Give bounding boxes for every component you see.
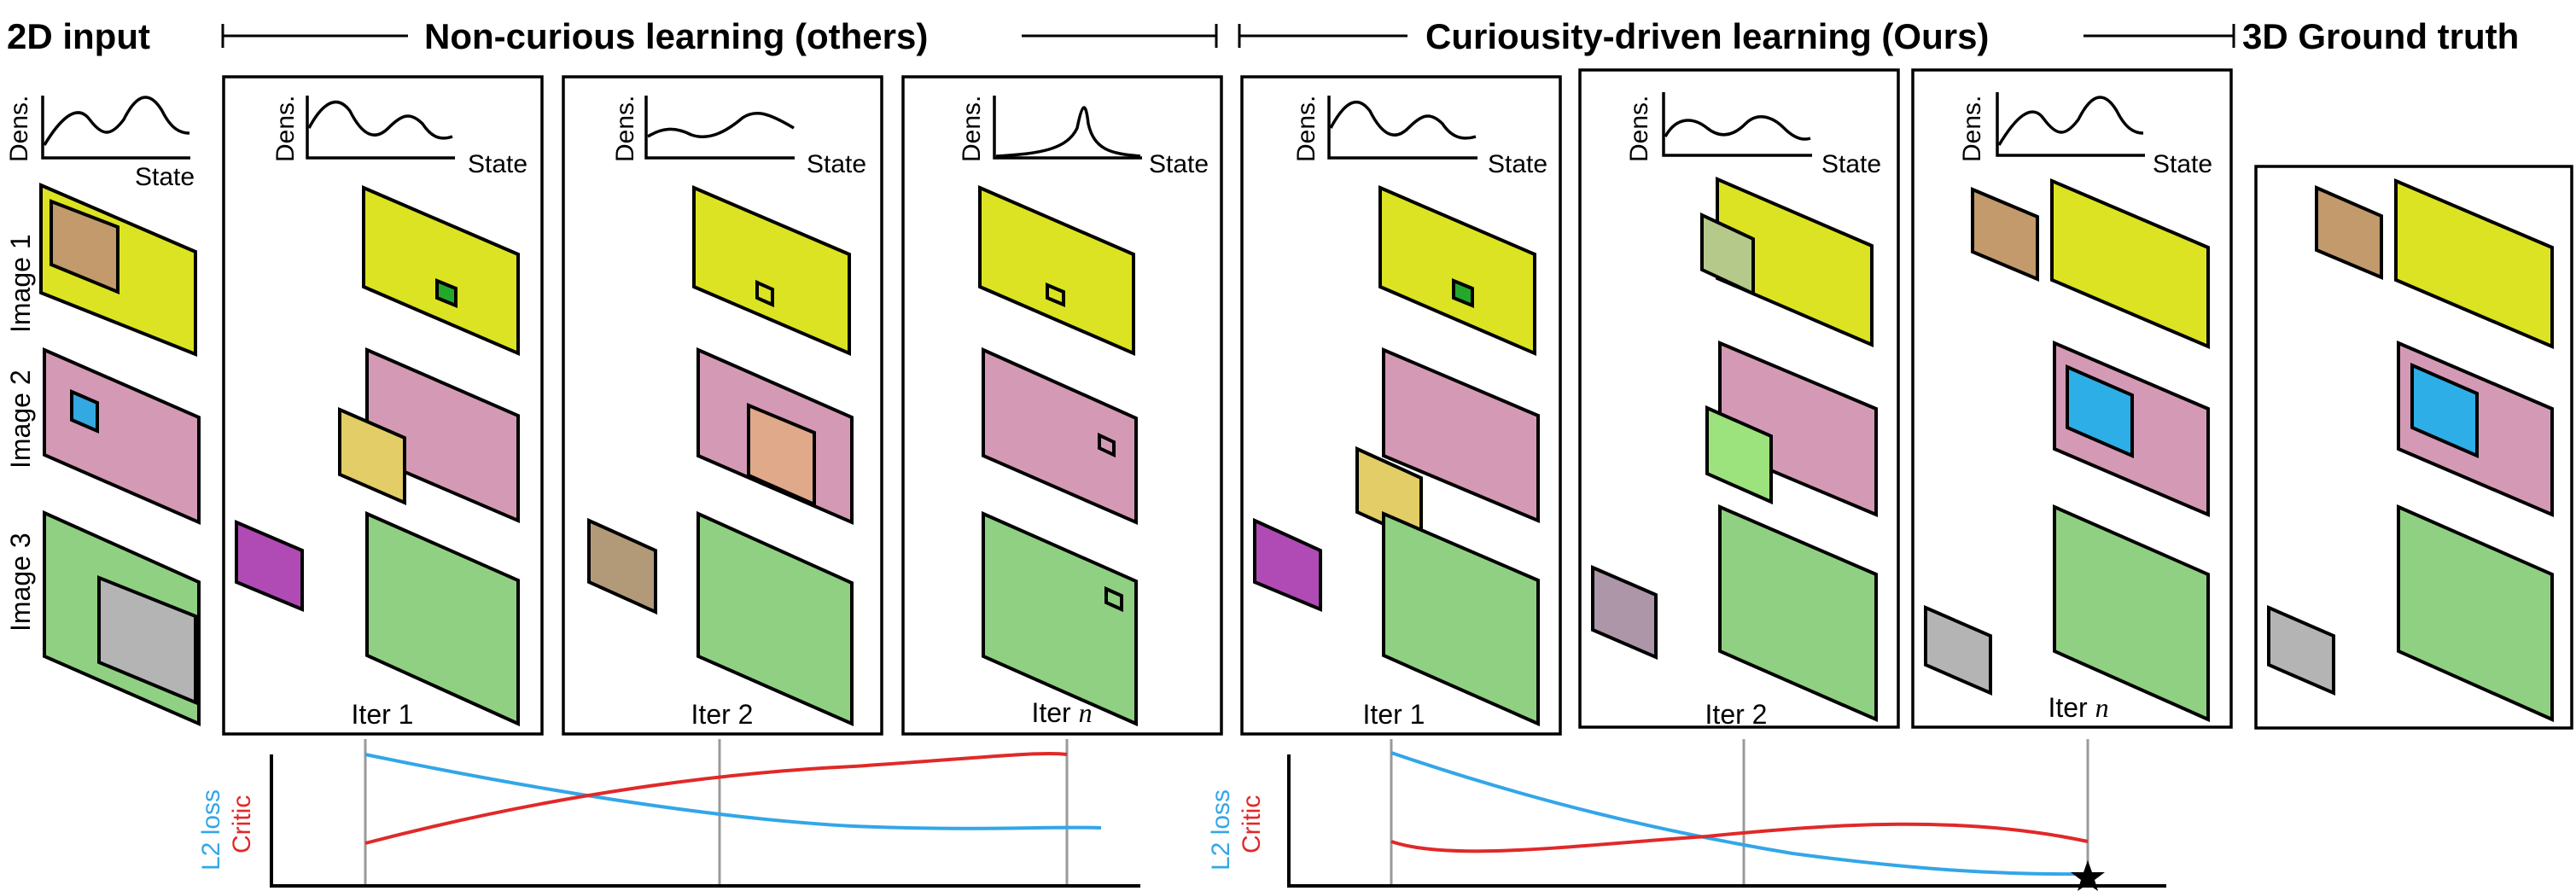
patch-tan bbox=[1971, 186, 2039, 282]
row-label-image-1: Image 1 bbox=[5, 234, 36, 333]
row-label-image-2: Image 2 bbox=[5, 370, 36, 469]
panel-ours-iter-n: Dens. State Iter n bbox=[1911, 68, 2233, 729]
plane-yellow bbox=[1378, 184, 1536, 357]
plane-green bbox=[1382, 510, 1540, 727]
patch-blue bbox=[2410, 362, 2479, 459]
patch-outline bbox=[1098, 432, 1116, 458]
patch-outline bbox=[755, 279, 774, 308]
iteration-label: Iter n bbox=[1031, 697, 1092, 728]
density-y-label: Dens. bbox=[1625, 96, 1653, 162]
density-plot bbox=[1996, 92, 2145, 157]
header-non-curious: Non-curious learning (others) bbox=[424, 16, 928, 56]
input-column: Dens. State Image 1 Image 2 Image 3 bbox=[5, 96, 201, 727]
patch-tan bbox=[2315, 184, 2383, 281]
density-x-label: State bbox=[1488, 150, 1547, 178]
patch-magenta bbox=[1253, 517, 1322, 612]
density-x-label: State bbox=[2153, 150, 2212, 178]
loss-plot-others: L2 loss Critic bbox=[197, 739, 1140, 888]
iteration-label: Iter n bbox=[2048, 692, 2108, 723]
patch-lightgreen bbox=[1705, 405, 1773, 505]
density-y-label: Dens. bbox=[958, 96, 986, 162]
density-y-label: Dens. bbox=[1958, 96, 1986, 162]
panel-ours-iter-2: Dens. State Iter 2 bbox=[1578, 68, 1900, 730]
density-y-label: Dens. bbox=[611, 96, 639, 162]
l2-loss-curve bbox=[1390, 751, 2089, 876]
l2-loss-label: L2 loss bbox=[1207, 789, 1235, 871]
density-plot bbox=[993, 96, 1142, 160]
panel-ground-truth bbox=[2254, 165, 2573, 730]
patch-peach bbox=[747, 403, 816, 508]
density-plot-input bbox=[41, 96, 190, 160]
image-2-patch bbox=[70, 388, 99, 434]
plane-pink bbox=[982, 346, 1138, 526]
iteration-label: Iter 2 bbox=[1705, 699, 1768, 730]
critic-label: Critic bbox=[228, 795, 256, 853]
plane-yellow bbox=[978, 184, 1135, 357]
plane-yellow bbox=[692, 184, 851, 357]
l2-loss-curve bbox=[364, 753, 1102, 830]
density-x-label: State bbox=[1149, 150, 1209, 178]
plane-green bbox=[2053, 504, 2210, 723]
patch-gray bbox=[2267, 604, 2335, 696]
patch-magenta bbox=[235, 519, 304, 612]
image-1-patch bbox=[50, 199, 119, 294]
density-plot bbox=[1662, 92, 1812, 157]
header-curiosity-driven: Curiousity-driven learning (Ours) bbox=[1425, 16, 1989, 56]
header-3d-ground-truth: 3D Ground truth bbox=[2242, 16, 2519, 56]
density-x-label: State bbox=[807, 150, 866, 178]
panel-others-iter-1: Dens. State Iter 1 bbox=[222, 75, 544, 736]
density-x-label: State bbox=[468, 150, 527, 178]
density-y-label: Dens. bbox=[271, 96, 300, 162]
panel-others-iter-2: Dens. State Iter 2 bbox=[562, 75, 883, 736]
plane-yellow bbox=[2394, 178, 2554, 350]
patch-sage bbox=[1700, 212, 1755, 297]
patch-gray bbox=[1924, 604, 1992, 696]
density-plot bbox=[306, 96, 455, 160]
patch-outline bbox=[1046, 282, 1065, 308]
iteration-label: Iter 2 bbox=[691, 699, 754, 730]
iteration-label: Iter 1 bbox=[1363, 699, 1425, 730]
plane-green bbox=[365, 510, 520, 727]
patch-gold bbox=[338, 406, 406, 506]
patch-mauve bbox=[1591, 564, 1658, 661]
header-2d-input: 2D input bbox=[7, 16, 150, 56]
iteration-label: Iter 1 bbox=[352, 699, 414, 730]
plane-green bbox=[1718, 504, 1878, 723]
critic-label: Critic bbox=[1238, 795, 1266, 853]
header-ours-bracket bbox=[1238, 24, 2235, 48]
patch-outline bbox=[1104, 585, 1123, 613]
density-y-label: Dens. bbox=[1292, 96, 1320, 162]
plane-pink bbox=[1382, 346, 1540, 524]
row-label-image-3: Image 3 bbox=[5, 533, 36, 632]
plane-yellow bbox=[2050, 178, 2210, 350]
patch-blue bbox=[2066, 364, 2134, 459]
critic-curve bbox=[1390, 822, 2089, 853]
density-y-label: Dens. bbox=[5, 96, 33, 162]
best-point-star-icon bbox=[2071, 860, 2105, 891]
patch-green bbox=[435, 278, 458, 308]
critic-curve bbox=[364, 751, 1068, 845]
plane-green bbox=[2397, 504, 2554, 723]
plane-yellow bbox=[362, 184, 520, 357]
l2-loss-label: L2 loss bbox=[197, 789, 225, 871]
plane-green bbox=[696, 510, 854, 727]
plane-green bbox=[982, 510, 1138, 727]
density-x-label: State bbox=[135, 163, 195, 191]
header-others-bracket bbox=[221, 24, 1218, 48]
density-plot bbox=[1327, 96, 1477, 160]
loss-plot-ours: L2 loss Critic bbox=[1207, 739, 2166, 891]
panel-others-iter-n: Dens. State Iter n bbox=[901, 75, 1223, 736]
patch-green bbox=[1452, 278, 1474, 308]
density-x-label: State bbox=[1821, 150, 1881, 178]
image-2-plane bbox=[43, 346, 201, 526]
patch-taupe bbox=[587, 517, 657, 615]
density-plot bbox=[644, 96, 795, 160]
image-3-patch bbox=[97, 575, 197, 705]
panel-ours-iter-1: Dens. State Iter 1 bbox=[1240, 75, 1562, 736]
